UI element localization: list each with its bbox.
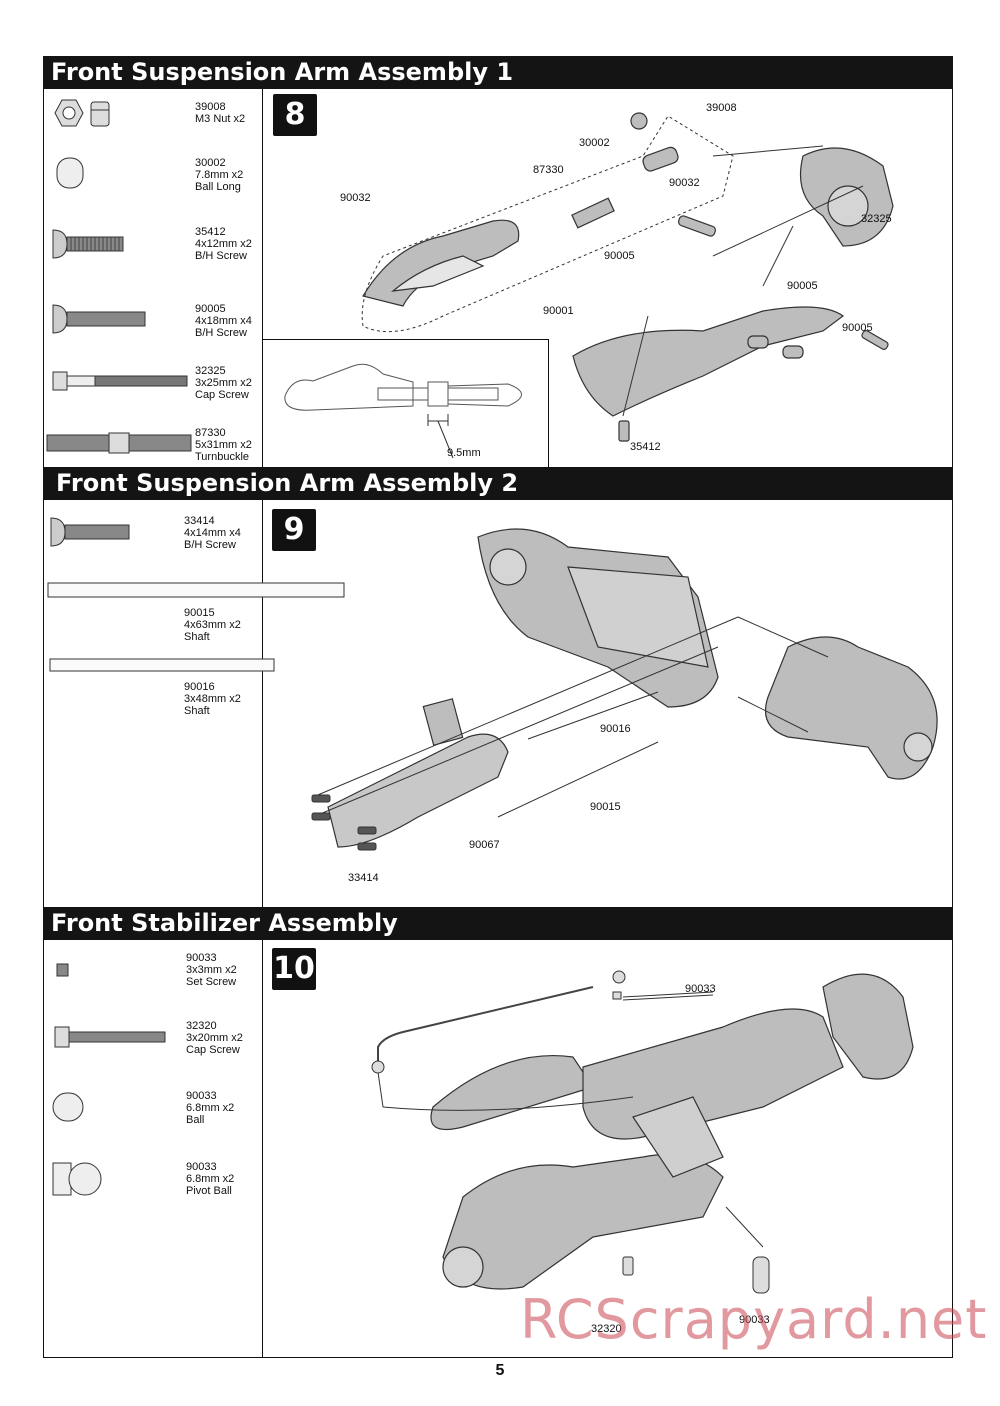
ball-long-icon (56, 157, 84, 189)
part-code: 32325 (195, 365, 226, 377)
section-title: Front Suspension Arm Assembly 2 (43, 467, 953, 500)
part-desc: 6.8mm x2 Ball (186, 1102, 235, 1126)
column-divider (262, 500, 263, 908)
part-code: 87330 (195, 427, 226, 439)
part-code: 32320 (186, 1020, 217, 1032)
callout-label: 90005 (842, 322, 873, 334)
part-desc: 7.8mm x2 Ball Long (195, 169, 244, 193)
part-code: 90033 (186, 1090, 217, 1102)
part-code: 90033 (186, 952, 217, 964)
shaft-icon (47, 582, 345, 598)
callout-label: 90032 (340, 192, 371, 204)
part-desc: 4x63mm x2 Shaft (184, 619, 241, 643)
section-title: Front Suspension Arm Assembly 1 (43, 56, 953, 89)
part-code: 33414 (184, 515, 215, 527)
part-desc: 3x25mm x2 Cap Screw (195, 377, 252, 401)
callout-label: 90067 (469, 839, 500, 851)
callout-label: 32320 (591, 1323, 622, 1335)
callout-label: 90032 (669, 177, 700, 189)
step-8-assembly-drawing (361, 112, 894, 442)
turnbuckle-icon (46, 432, 192, 454)
callout-label: 90001 (543, 305, 574, 317)
inset-divider (262, 339, 548, 340)
ball-icon (52, 1092, 84, 1122)
cap-screw-icon (54, 1026, 166, 1048)
callout-label: 90033 (739, 1314, 770, 1326)
part-code: 30002 (195, 157, 226, 169)
callout-label: 30002 (579, 137, 610, 149)
measurement-label: 9.5mm (447, 447, 481, 459)
callout-label: 87330 (533, 164, 564, 176)
callout-label: 39008 (706, 102, 737, 114)
nut-icon (54, 99, 110, 127)
callout-label: 90033 (685, 983, 716, 995)
set-screw-icon (56, 963, 69, 977)
button-head-screw-icon (52, 304, 146, 334)
page-number: 5 (495, 1362, 505, 1379)
callout-label: 32325 (861, 213, 892, 225)
step-number-badge: 10 (272, 948, 316, 990)
part-desc: 4x12mm x2 B/H Screw (195, 238, 252, 262)
part-code: 90015 (184, 607, 215, 619)
button-head-screw-icon (50, 517, 130, 547)
column-divider (262, 89, 263, 470)
pivot-ball-icon (52, 1162, 102, 1196)
part-desc: 4x18mm x4 B/H Screw (195, 315, 252, 339)
step-9-assembly-drawing (311, 528, 938, 851)
part-desc: 3x48mm x2 Shaft (184, 693, 241, 717)
part-code: 35412 (195, 226, 226, 238)
part-code: 90016 (184, 681, 215, 693)
inset-divider (548, 339, 549, 470)
shaft-icon (49, 658, 275, 672)
part-code: 39008 (195, 101, 226, 113)
callout-label: 90005 (787, 280, 818, 292)
callout-label: 90016 (600, 723, 631, 735)
part-desc: 3x20mm x2 Cap Screw (186, 1032, 243, 1056)
section-title: Front Stabilizer Assembly (43, 907, 953, 940)
button-head-screw-icon (52, 229, 124, 259)
part-code: 90033 (186, 1161, 217, 1173)
step-10-assembly-drawing (371, 970, 914, 1294)
callout-label: 33414 (348, 872, 379, 884)
part-desc: 4x14mm x4 B/H Screw (184, 527, 241, 551)
column-divider (262, 940, 263, 1358)
part-desc: 3x3mm x2 Set Screw (186, 964, 237, 988)
turnbuckle-length-diagram (284, 363, 522, 459)
watermark-text: RCScrapyard.net (520, 1288, 988, 1351)
callout-label: 90015 (590, 801, 621, 813)
part-desc: 6.8mm x2 Pivot Ball (186, 1173, 235, 1197)
part-desc: M3 Nut x2 (195, 113, 246, 125)
step-number-badge: 9 (272, 509, 316, 551)
part-code: 90005 (195, 303, 226, 315)
part-desc: 5x31mm x2 Turnbuckle (195, 439, 252, 463)
callout-label: 90005 (604, 250, 635, 262)
cap-screw-icon (52, 371, 188, 391)
callout-label: 35412 (630, 441, 661, 453)
step-number-badge: 8 (273, 94, 317, 136)
